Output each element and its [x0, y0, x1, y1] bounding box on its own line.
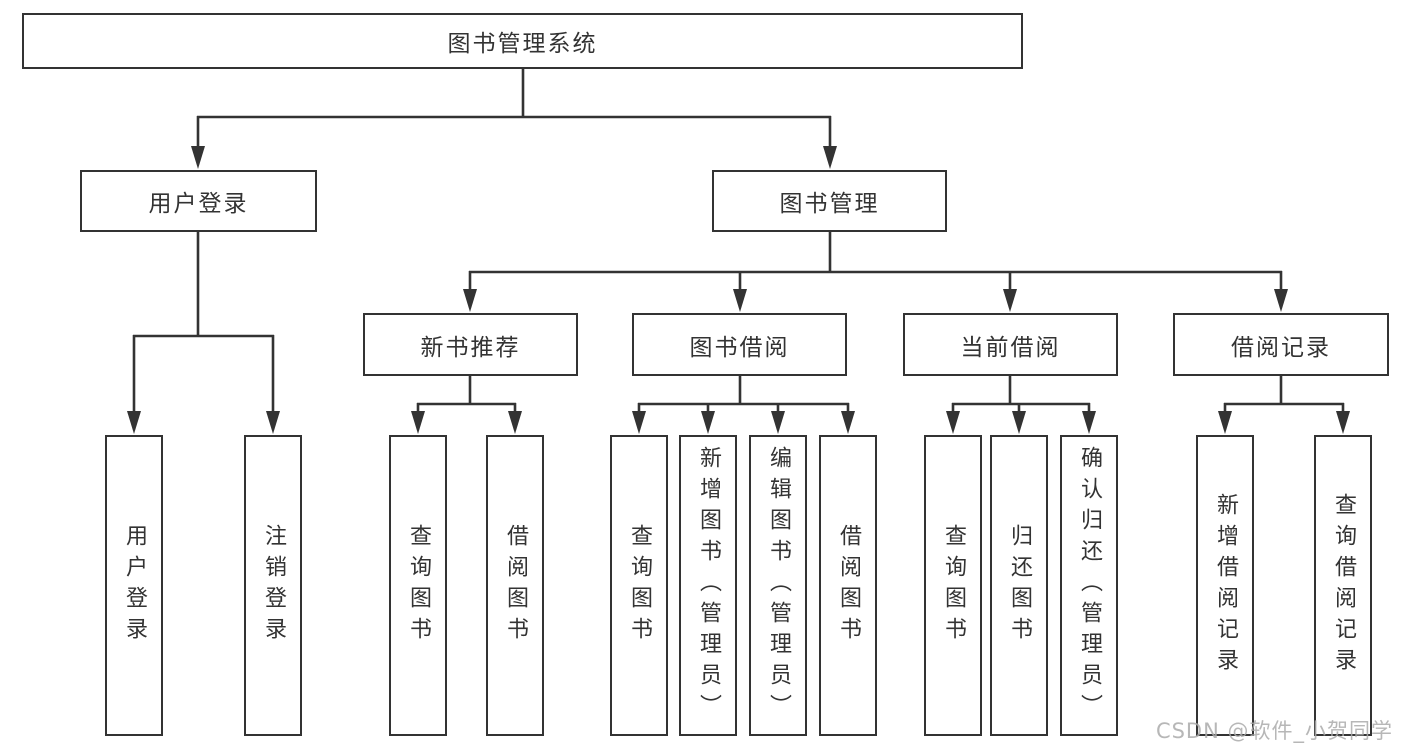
leaf-label: 新增图书（管理员）: [696, 446, 721, 725]
node-new-book-recommend: 新书推荐: [363, 313, 578, 376]
node-borrowing-records: 借阅记录: [1173, 313, 1389, 376]
leaf-query-book-current: 查询图书: [924, 435, 982, 736]
node-label: 用户登录: [148, 191, 249, 217]
leaf-label: 归还图书: [1007, 523, 1032, 648]
csdn-watermark: CSDN @软件_小贺同学: [1155, 719, 1393, 743]
leaf-borrow-book-borrowing: 借阅图书: [819, 435, 877, 736]
leaf-add-book-admin: 新增图书（管理员）: [679, 435, 737, 736]
leaf-edit-book-admin: 编辑图书（管理员）: [749, 435, 807, 736]
node-label: 当前借阅: [960, 334, 1061, 361]
leaf-label: 新增借阅记录: [1213, 492, 1238, 679]
leaf-label: 查询图书: [941, 523, 966, 648]
node-label: 图书借阅: [689, 334, 790, 361]
leaf-borrow-book-recommend: 借阅图书: [486, 435, 544, 736]
leaf-label: 用户登录: [122, 523, 147, 648]
leaf-return-book: 归还图书: [990, 435, 1048, 736]
leaf-label: 编辑图书（管理员）: [766, 446, 791, 725]
node-book-management: 图书管理: [712, 170, 947, 232]
node-book-borrowing: 图书借阅: [632, 313, 847, 376]
leaf-label: 查询借阅记录: [1331, 492, 1356, 679]
leaf-add-borrow-record: 新增借阅记录: [1196, 435, 1254, 736]
leaf-label: 确认归还（管理员）: [1077, 446, 1102, 725]
leaf-query-book-borrowing: 查询图书: [610, 435, 668, 736]
leaf-user-login: 用户登录: [105, 435, 163, 736]
leaf-label: 注销登录: [261, 523, 286, 648]
leaf-confirm-return-admin: 确认归还（管理员）: [1060, 435, 1118, 736]
node-label: 图书管理: [779, 191, 880, 217]
leaf-label: 查询图书: [627, 523, 652, 648]
leaf-query-book-recommend: 查询图书: [389, 435, 447, 736]
leaf-logout: 注销登录: [244, 435, 302, 736]
node-label: 借阅记录: [1231, 334, 1331, 361]
node-current-borrowing: 当前借阅: [903, 313, 1118, 376]
node-label: 图书管理系统: [447, 31, 598, 57]
leaf-label: 借阅图书: [836, 523, 861, 648]
node-user-login: 用户登录: [80, 170, 317, 232]
node-label: 新书推荐: [420, 334, 521, 361]
leaf-query-borrow-record: 查询借阅记录: [1314, 435, 1372, 736]
node-library-management-system: 图书管理系统: [22, 13, 1023, 69]
leaf-label: 借阅图书: [503, 523, 528, 648]
leaf-label: 查询图书: [406, 523, 431, 648]
